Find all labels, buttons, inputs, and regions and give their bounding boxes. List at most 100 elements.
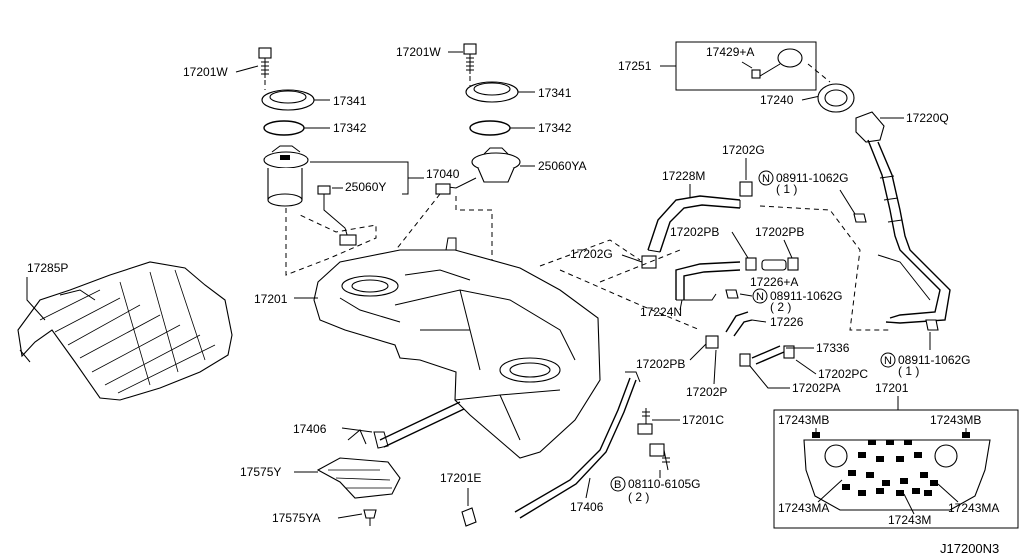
label-17226: 17226 (770, 315, 804, 329)
clamp-17202G-top (739, 181, 753, 197)
label-17202PC: 17202PC (818, 367, 868, 381)
fuel-gauge-sender-25060Y (317, 185, 357, 246)
leader-17040 (310, 161, 424, 195)
nut-c (925, 319, 939, 331)
leader-17243MA-left (817, 479, 843, 503)
leader-17201W-left (235, 65, 259, 73)
clamp-17202PB-bottom (705, 335, 719, 349)
bolt-17201C (637, 408, 653, 435)
label-17243MA-right: 17243MA (948, 501, 999, 515)
bolt-17201W-right (463, 43, 477, 74)
leader-17226 (751, 319, 767, 323)
leader-17202G-mid (621, 254, 643, 263)
leader-17406-right (585, 477, 591, 499)
label-25060Y: 25060Y (345, 180, 386, 194)
label-17243MB-right: 17243MB (930, 413, 981, 427)
label-17575YA: 17575YA (272, 511, 321, 525)
label-17220Q: 17220Q (906, 111, 949, 125)
label-17251: 17251 (618, 59, 652, 73)
label-17243MA-left: 17243MA (778, 501, 829, 515)
label-17406-left: 17406 (293, 422, 327, 436)
label-17342-right: 17342 (538, 121, 572, 135)
label-08911-1062G-a: 08911-1062G (776, 171, 849, 185)
tank-bottom-view (803, 432, 991, 511)
label-17575Y: 17575Y (240, 465, 281, 479)
clamp-17202G-mid (641, 255, 657, 269)
leader-17202PB-b (783, 239, 793, 259)
symbol-B-circle (610, 476, 626, 492)
heat-shield-17285P (17, 261, 233, 401)
o-ring-17342-right (469, 120, 511, 136)
symbol-N-circle-a (758, 170, 774, 186)
label-08911-1062G-c-qty: ( 1 ) (898, 364, 919, 378)
leader-17406-left (341, 427, 373, 433)
label-17202G-mid: 17202G (570, 247, 613, 261)
label-17341-left: 17341 (333, 94, 367, 108)
label-17226A: 17226+A (750, 275, 798, 289)
o-ring-17342-left (263, 120, 305, 136)
label-08911-1062G-c: 08911-1062G (898, 353, 971, 367)
filler-tube-17220Q (817, 83, 951, 324)
hose-17226A (745, 257, 799, 271)
dashed-guide-right-pump (455, 196, 493, 300)
label-17201E: 17201E (440, 471, 481, 485)
leader-17202PB-c (689, 343, 707, 361)
leader-17575YA (337, 513, 363, 519)
label-25060YA: 25060YA (538, 159, 587, 173)
label-17341-right: 17341 (538, 86, 572, 100)
diagram-code: J17200N3 (940, 541, 999, 556)
label-17201-inset: 17201 (875, 381, 909, 395)
sender-unit-25060YA (435, 147, 521, 195)
filler-cap-17429A (751, 48, 803, 79)
inset-box (773, 409, 1019, 529)
tank-strap-17406-left (373, 401, 465, 449)
symbol-N-a: N (762, 173, 770, 185)
label-17201W-right: 17201W (396, 45, 441, 59)
dash-cap-to-neck (807, 63, 831, 83)
leader-17240 (801, 95, 821, 101)
symbol-B: B (614, 479, 621, 491)
leader-17202P (713, 349, 717, 385)
label-17202PB-b: 17202PB (755, 225, 804, 239)
bolt-17201W-left (258, 47, 272, 78)
hose-17336 (739, 345, 795, 367)
nut-b (725, 289, 739, 299)
nut-a (853, 213, 867, 223)
label-17202PB-a: 17202PB (670, 225, 719, 239)
label-17202PB-c: 17202PB (636, 357, 685, 371)
tank-strap-17406-right (514, 371, 641, 519)
label-08911-1062G-b-qty: ( 2 ) (770, 300, 791, 314)
label-17228M: 17228M (662, 169, 705, 183)
leader-17202PC (795, 359, 817, 375)
lock-ring-17341-right (465, 81, 519, 103)
label-17201W-left: 17201W (183, 65, 228, 79)
hose-17228M (647, 195, 741, 253)
dashed-guide-sender (379, 193, 441, 271)
symbol-N-circle-c (880, 352, 896, 368)
leader-17202PA (749, 365, 790, 389)
label-17342-left: 17342 (333, 121, 367, 135)
label-17202P: 17202P (686, 385, 727, 399)
leader-17285P (26, 277, 46, 321)
fuel-tank-17201 (313, 237, 601, 459)
leader-17224N (679, 299, 683, 311)
insulator-17575Y (316, 429, 401, 499)
leader-17243M (903, 493, 915, 515)
label-17243MB-left: 17243MB (778, 413, 829, 427)
symbol-N-b: N (756, 291, 764, 303)
label-17202G-top: 17202G (722, 143, 765, 157)
label-17201: 17201 (254, 292, 288, 306)
label-17406-right: 17406 (570, 500, 604, 514)
clip-17575YA (363, 509, 377, 526)
label-17240: 17240 (760, 93, 794, 107)
label-17336: 17336 (816, 341, 850, 355)
label-17202PA: 17202PA (792, 381, 841, 395)
leader-nut-a (839, 189, 856, 215)
leader-nut-b (739, 293, 753, 297)
label-17224N: 17224N (640, 305, 682, 319)
fuel-pump-module-left (263, 145, 309, 207)
leader-17429A (741, 61, 753, 69)
label-17429A: 17429+A (706, 45, 754, 59)
label-08911-1062G-b: 08911-1062G (770, 289, 843, 303)
